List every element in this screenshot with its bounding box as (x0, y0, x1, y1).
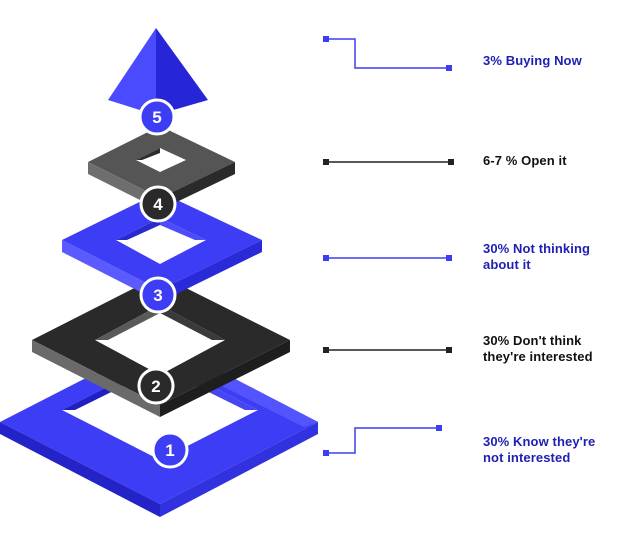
level-2-number: 2 (151, 377, 160, 396)
level-1-text-line2: not interested (483, 450, 571, 465)
level-5-label: 3% Buying Now (483, 53, 582, 69)
level-2-text-line2: they're interested (483, 349, 593, 364)
level-1-number: 1 (165, 441, 174, 460)
level-1-badge: 1 (151, 431, 189, 469)
level-4-badge: 4 (139, 185, 177, 223)
level-5-text-line1: 3% Buying Now (483, 53, 582, 68)
connector-3 (323, 255, 452, 261)
connector-1 (323, 425, 442, 456)
level-1-text-line1: 30% Know they're (483, 434, 596, 449)
connector-5 (323, 36, 452, 71)
level-2-text-line1: 30% Don't think (483, 333, 582, 348)
level-5-badge: 5 (138, 98, 176, 136)
level-2-badge: 2 (137, 367, 175, 405)
level-3-text-line2: about it (483, 257, 531, 272)
level-2-label: 30% Don't think they're interested (483, 333, 593, 365)
connector-2 (323, 347, 452, 353)
level-5-number: 5 (152, 108, 161, 127)
level-3-text-line1: 30% Not thinking (483, 241, 591, 256)
level-4-number: 4 (153, 195, 163, 214)
tier-4 (88, 126, 235, 210)
level-4-text-line1: 6-7 % Open it (483, 153, 567, 168)
level-3-number: 3 (153, 286, 162, 305)
level-3-label: 30% Not thinking about it (483, 241, 590, 273)
connector-4 (323, 159, 454, 165)
level-1-label: 30% Know they're not interested (483, 434, 595, 466)
tier-5 (108, 28, 208, 115)
tier-2 (32, 275, 290, 417)
level-4-label: 6-7 % Open it (483, 153, 567, 169)
level-3-badge: 3 (139, 276, 177, 314)
tier-3 (62, 192, 262, 302)
